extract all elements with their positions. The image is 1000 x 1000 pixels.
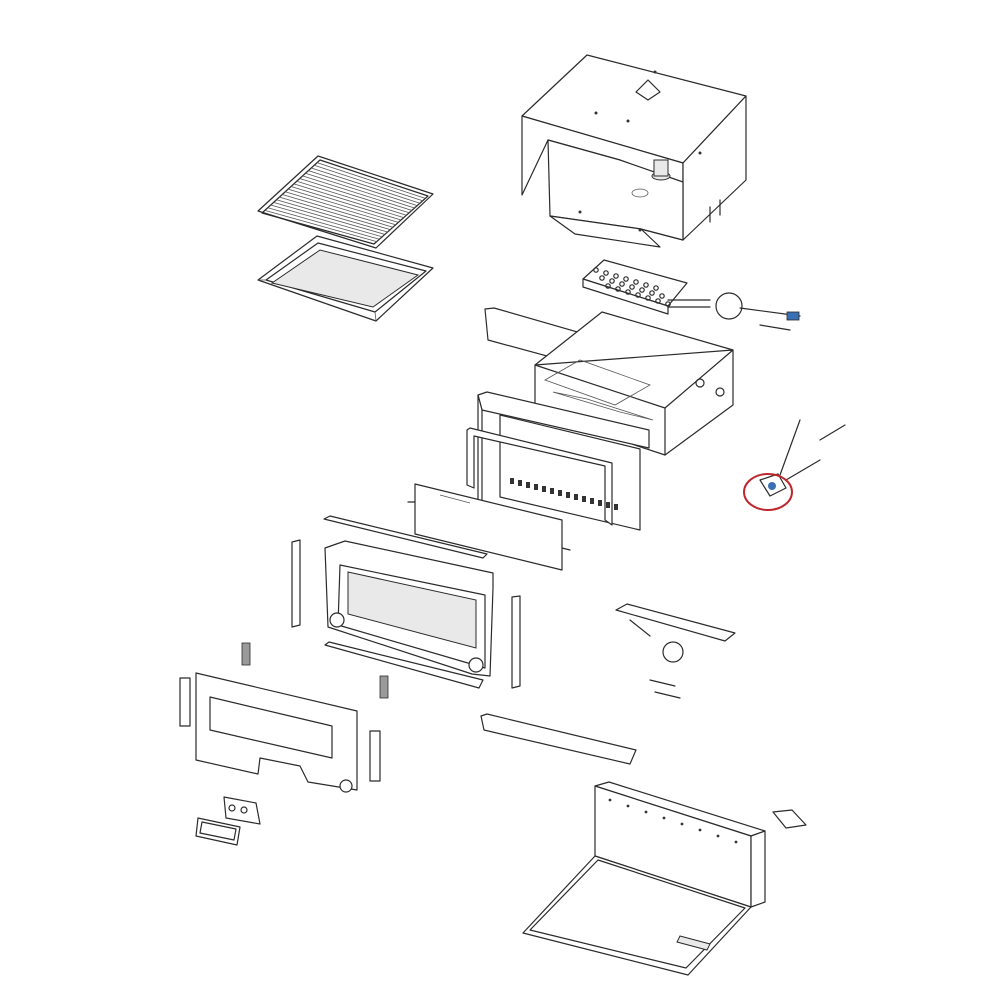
highlight-circle <box>743 473 793 511</box>
door-frame <box>241 515 521 699</box>
rack-bar <box>305 172 415 209</box>
burner-hole <box>625 289 631 295</box>
burner-hole <box>653 285 659 291</box>
burner-hole <box>665 301 671 307</box>
rack-bar <box>296 180 407 216</box>
rack-bar <box>264 209 377 242</box>
burner-hole <box>619 281 625 287</box>
burner-hole <box>659 293 665 299</box>
vent-slot <box>542 486 546 492</box>
vent-slot <box>510 478 514 484</box>
igniter-rail <box>615 603 736 699</box>
burner-hole <box>605 283 611 289</box>
rack-bar <box>276 199 388 233</box>
rack-bar <box>273 202 385 235</box>
burner <box>582 259 801 331</box>
burner-hole <box>629 284 635 290</box>
vent-slot <box>606 502 610 508</box>
burner-hole <box>599 275 605 281</box>
rack-bar <box>314 164 423 202</box>
rack-bar <box>308 170 418 206</box>
control-panel <box>179 672 637 846</box>
burner-hole <box>645 295 651 301</box>
vent-slot <box>574 494 578 500</box>
vent-slot <box>550 488 554 494</box>
screw-hole <box>608 798 612 802</box>
rack-bar <box>285 191 396 226</box>
burner-hole <box>635 292 641 298</box>
screw-hole <box>698 828 702 832</box>
vent-slot <box>526 482 530 488</box>
screw-hole <box>680 822 684 826</box>
screw-hole <box>644 810 648 814</box>
vent-slot <box>518 480 522 486</box>
burner-hole <box>633 279 639 285</box>
vent-slot <box>582 496 586 502</box>
screw-hole <box>662 816 666 820</box>
burner-hole <box>643 282 649 288</box>
rack-bar <box>302 175 412 211</box>
oven-cavity <box>466 307 734 531</box>
burner-hole <box>613 273 619 279</box>
burner-hole <box>593 267 599 273</box>
rack-bar <box>299 178 410 214</box>
rack-bar <box>279 196 391 230</box>
rack-bar <box>290 186 402 221</box>
screw-hole <box>734 840 738 844</box>
burner-hole <box>603 270 609 276</box>
vent-slot <box>590 498 594 504</box>
rack-bar <box>293 183 404 218</box>
rack-bar <box>311 167 421 204</box>
rack-bar <box>270 204 383 238</box>
baking-tray <box>257 235 434 322</box>
rack-bar <box>267 207 380 240</box>
vent-slot <box>598 500 602 506</box>
burner-hole <box>615 286 621 292</box>
screw-hole <box>626 804 630 808</box>
burner-hole <box>623 276 629 282</box>
oven-rack <box>257 155 434 249</box>
rack-bar <box>316 162 426 199</box>
screw-hole <box>716 834 720 838</box>
burner-hole <box>639 287 645 293</box>
burner-hole <box>649 290 655 296</box>
outer-cabinet <box>521 54 747 248</box>
burner-hole <box>655 298 661 304</box>
rack-bar <box>282 194 394 228</box>
rack-bar <box>287 188 399 223</box>
vent-slot <box>558 490 562 496</box>
door-glass <box>407 483 571 571</box>
vent-slot <box>614 504 618 510</box>
vent-slot <box>566 492 570 498</box>
base-chassis <box>522 781 807 976</box>
gas-valve[interactable] <box>743 419 846 511</box>
burner-hole <box>609 278 615 284</box>
vent-slot <box>534 484 538 490</box>
